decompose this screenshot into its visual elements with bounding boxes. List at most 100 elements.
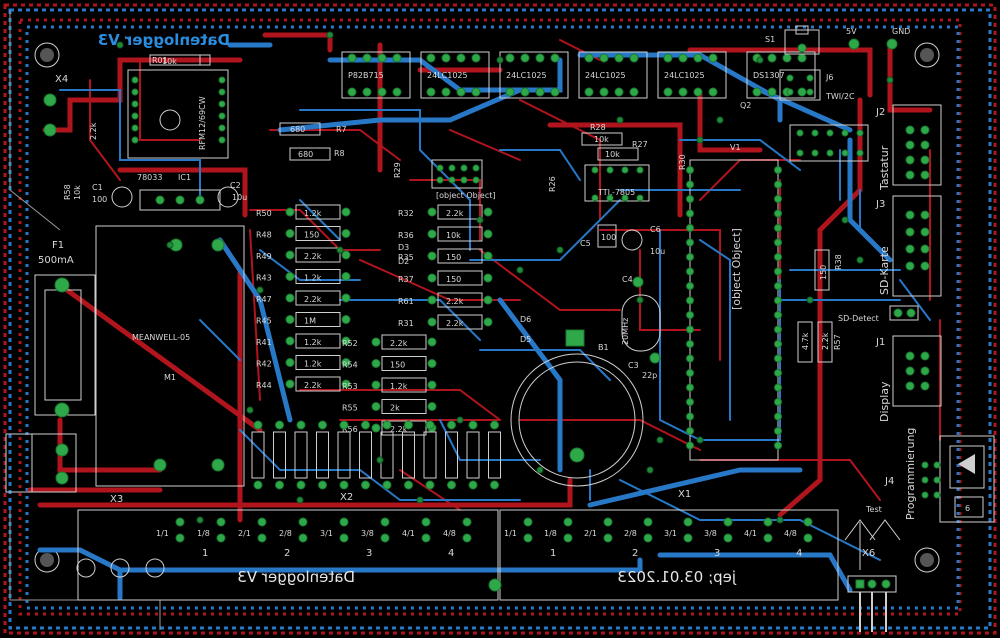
v1-ref: V1 xyxy=(730,143,741,152)
ic-label: P82B715 xyxy=(348,71,384,80)
ic-3 xyxy=(578,51,648,99)
header-pin-label: 2/1 xyxy=(584,529,597,538)
header-number: 4 xyxy=(448,548,454,559)
resistor-value: 1.2k xyxy=(304,338,322,347)
header-pin-label: 4/1 xyxy=(744,529,757,538)
resistor-value: 2k xyxy=(390,404,400,413)
header-pin-label: 2/8 xyxy=(624,529,637,538)
header-pin-label: 1/1 xyxy=(156,529,169,538)
mcu-name: [object Object] xyxy=(730,228,743,310)
c6-ref: C6 xyxy=(650,225,661,234)
resistor-ref: R52 xyxy=(342,339,358,348)
vias xyxy=(116,31,894,524)
header-pin-label: 4/1 xyxy=(402,529,415,538)
header-pin-label: 3/1 xyxy=(320,529,333,538)
battery-ref: B1 xyxy=(598,343,609,352)
resistor-value: 150 xyxy=(390,361,405,370)
q2-ref: Q2 xyxy=(740,101,751,110)
header-pin-label: 3/1 xyxy=(664,529,677,538)
resistor-ref: R35 xyxy=(398,253,414,262)
connector-x4: X4 xyxy=(43,74,68,137)
r30-ref: R30 xyxy=(678,154,687,170)
ic-5 xyxy=(746,51,816,99)
resistor-ref: R56 xyxy=(342,425,358,434)
fuse-f1: F1 500mA xyxy=(34,240,96,418)
c3-ref: C3 xyxy=(628,361,639,370)
power-test-points: 5V GND xyxy=(846,27,910,50)
r39-value: 4.7k xyxy=(801,332,810,350)
r7-ref: R7 xyxy=(336,125,347,134)
resistor-ref: R49 xyxy=(256,252,272,261)
tastatur-label: Tastatur xyxy=(878,145,891,191)
resistor-value: 1.2k xyxy=(304,209,322,218)
ic-2 xyxy=(499,51,569,99)
r26-ref: R26 xyxy=(548,176,557,192)
resistor-array-j2 xyxy=(789,124,869,162)
mounting-holes xyxy=(34,42,940,573)
regulator-78033: 78033 IC1 C1 100 C2 10u xyxy=(92,173,247,211)
regulator-ref: IC1 xyxy=(178,173,191,182)
header-number: 3 xyxy=(366,548,372,559)
j2-label: J2 xyxy=(875,107,885,118)
board-title-mirrored: Datenlogger V3 xyxy=(98,31,230,49)
j6-label: J6 xyxy=(825,73,833,82)
header-pin-label: 2/8 xyxy=(279,529,292,538)
header-number: 2 xyxy=(632,548,638,559)
x2-label: X2 xyxy=(340,492,353,503)
switch-s1: S1 xyxy=(765,25,820,55)
resistor-ref: R42 xyxy=(256,360,272,369)
fuse-value: 500mA xyxy=(38,255,74,266)
svg-text:680: 680 xyxy=(290,125,305,134)
regulator-name: 78033 xyxy=(137,173,162,182)
connector-j4-programmierung: J4 Programmierung 6 xyxy=(884,428,995,523)
ic-label: 24LC1025 xyxy=(506,71,547,80)
rfm-module: R01 RFM12/69CW xyxy=(127,54,229,159)
ttl-chip: TTL-7805 xyxy=(584,164,650,202)
resistor-value: 1.2k xyxy=(304,360,322,369)
ic-4 xyxy=(657,51,727,99)
svg-text:6: 6 xyxy=(965,504,970,513)
c3-value: 22p xyxy=(642,371,657,380)
resistor-value: 2.2k xyxy=(446,209,464,218)
resistor-value: 2.2k xyxy=(446,297,464,306)
s1-label: S1 xyxy=(765,35,775,44)
r58-ref: R58 xyxy=(63,184,72,200)
resistor-value: 150 xyxy=(446,275,461,284)
psu-meanwell: MEANWELL-05 M1 xyxy=(95,225,245,487)
board-edge-top xyxy=(3,3,997,635)
r57-value: 2.2k xyxy=(821,332,830,350)
resistor-ref: R41 xyxy=(256,338,272,347)
r29-ref: R29 xyxy=(393,162,402,178)
resistor-value: 150 xyxy=(446,253,461,262)
resistor-value: 10k xyxy=(446,231,461,240)
svg-text:680: 680 xyxy=(298,150,313,159)
ic-label: DS1307 xyxy=(753,71,785,80)
x1-label: X1 xyxy=(678,489,691,500)
header-number: 4 xyxy=(796,548,802,559)
c1-value: 100 xyxy=(92,195,107,204)
r28-ref: R28 xyxy=(590,123,606,132)
d2-ref: D2 xyxy=(398,257,409,266)
header-number: 1 xyxy=(550,548,556,559)
battery-holder: B1 xyxy=(510,329,644,487)
ic-label: 24LC1025 xyxy=(585,71,626,80)
d6-ref: D6 xyxy=(520,315,531,324)
psu-name: MEANWELL-05 xyxy=(132,333,190,342)
header-pin-label: 4/8 xyxy=(784,529,797,538)
date-label: jep; 03.01.2023 xyxy=(617,568,737,586)
bottom-copper-traces xyxy=(37,42,893,601)
resistor-value: 150 xyxy=(304,231,319,240)
resistor-ref: R36 xyxy=(398,231,414,240)
ic-label: 24LC1025 xyxy=(427,71,468,80)
psu-ref: M1 xyxy=(164,373,176,382)
r8-ref: R8 xyxy=(334,149,345,158)
r58-value: 10k xyxy=(73,185,82,200)
r38-value: 150 xyxy=(819,265,828,280)
x3-label: X3 xyxy=(110,494,123,505)
resistor-ref: R37 xyxy=(398,275,414,284)
header-pin-label: 4/8 xyxy=(443,529,456,538)
c2-value: 10u xyxy=(232,193,247,202)
r28-value: 10k xyxy=(594,135,609,144)
